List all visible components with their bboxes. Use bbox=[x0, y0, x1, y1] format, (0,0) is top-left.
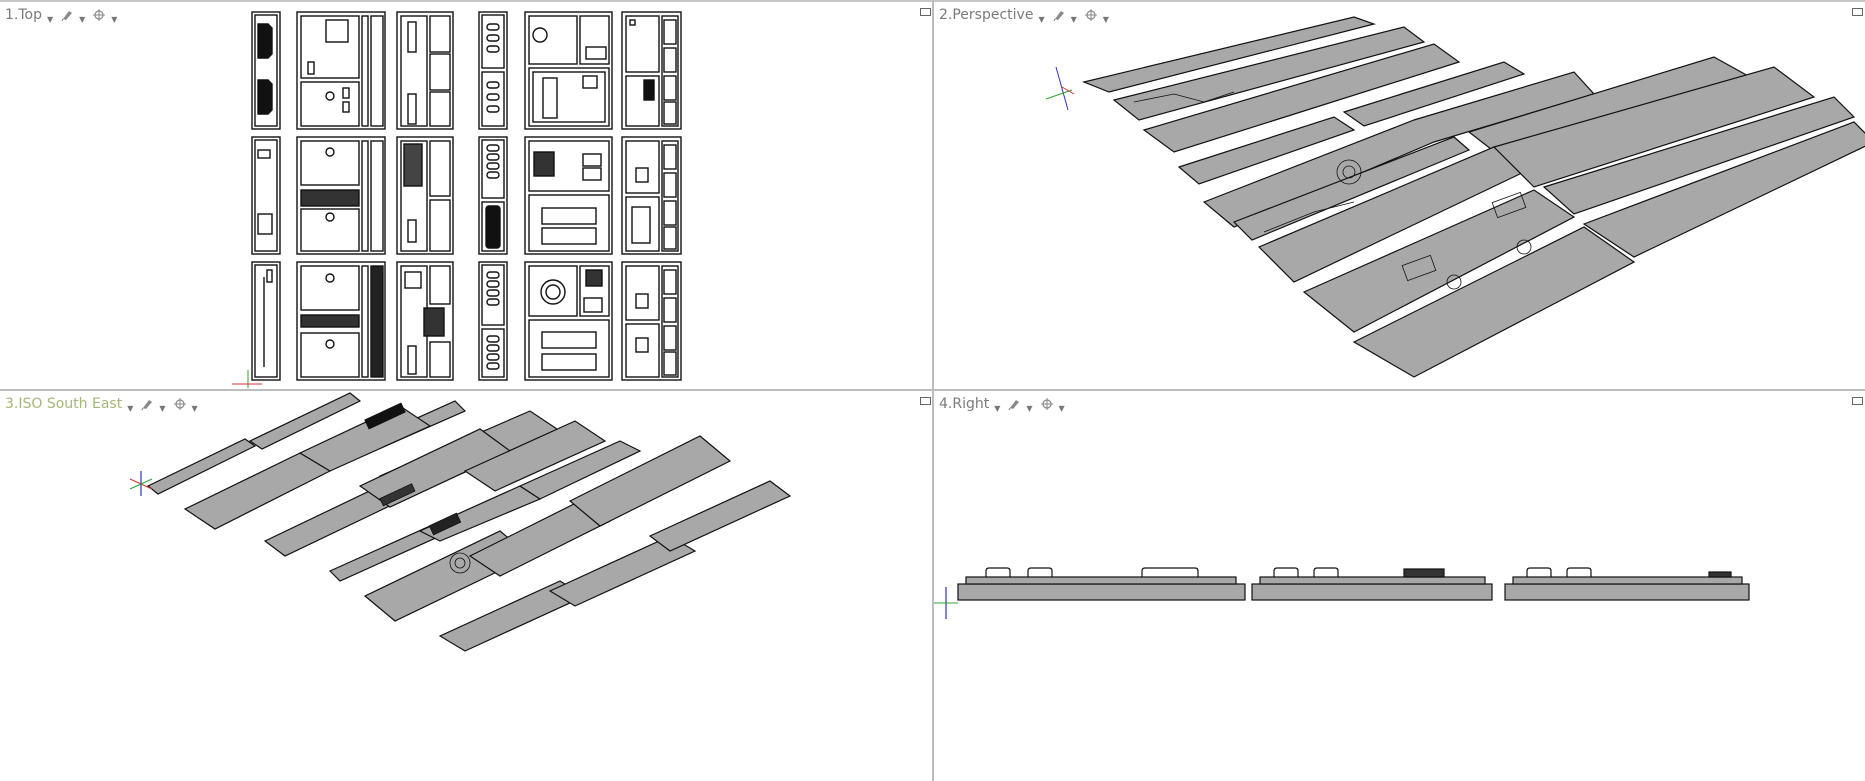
maximize-icon[interactable] bbox=[920, 397, 931, 405]
maximize-icon[interactable] bbox=[920, 8, 931, 16]
iso-view-drawing bbox=[129, 392, 792, 652]
perspective-view-drawing bbox=[1045, 16, 1865, 378]
pen-nib-icon[interactable] bbox=[1007, 397, 1021, 411]
axis-gizmo bbox=[129, 471, 153, 496]
pen-nib-icon[interactable] bbox=[140, 397, 154, 411]
caret-down-icon[interactable]: ▼ bbox=[191, 403, 198, 413]
panel-group bbox=[396, 11, 454, 381]
panel-group bbox=[524, 11, 613, 381]
axis-gizmo bbox=[232, 370, 262, 388]
axis-gizmo bbox=[934, 587, 958, 619]
viewport-title[interactable]: 3.ISO South East bbox=[5, 396, 123, 412]
caret-down-icon[interactable]: ▼ bbox=[127, 403, 134, 413]
panel-group bbox=[296, 11, 386, 381]
top-view-drawing bbox=[232, 11, 682, 388]
crosshair-icon[interactable] bbox=[92, 8, 106, 22]
maximize-icon[interactable] bbox=[1852, 8, 1863, 16]
panel-group bbox=[621, 11, 682, 381]
caret-down-icon[interactable]: ▼ bbox=[46, 14, 54, 24]
caret-down-icon[interactable]: ▼ bbox=[1038, 14, 1045, 24]
panel-group bbox=[251, 11, 281, 381]
panel-group bbox=[478, 11, 508, 381]
viewport-iso-header: 3.ISO South East ▼ ▼ ▼ bbox=[5, 396, 201, 413]
crosshair-icon[interactable] bbox=[1084, 8, 1098, 22]
caret-down-icon[interactable]: ▼ bbox=[1070, 14, 1077, 24]
viewport-title[interactable]: 4.Right bbox=[939, 396, 990, 412]
viewport-title[interactable]: 2.Perspective bbox=[939, 7, 1034, 23]
viewport-right-header: 4.Right ▼ ▼ ▼ bbox=[939, 396, 1068, 413]
viewport-right[interactable]: 4.Right ▼ ▼ ▼ bbox=[934, 391, 1865, 781]
viewport-top-header: 1.Top ▼ ▼ ▼ bbox=[5, 7, 120, 24]
caret-down-icon[interactable]: ▼ bbox=[1058, 403, 1065, 413]
viewport-perspective-header: 2.Perspective ▼ ▼ ▼ bbox=[939, 7, 1112, 24]
axis-gizmo bbox=[1045, 66, 1075, 111]
right-view-drawing bbox=[934, 567, 1750, 619]
pen-nib-icon[interactable] bbox=[1052, 8, 1066, 22]
caret-down-icon[interactable]: ▼ bbox=[79, 14, 86, 24]
caret-down-icon[interactable]: ▼ bbox=[111, 14, 118, 24]
pen-nib-icon[interactable] bbox=[60, 8, 74, 22]
crosshair-icon[interactable] bbox=[1040, 397, 1054, 411]
viewport-splitter-horizontal[interactable] bbox=[0, 389, 1865, 391]
caret-down-icon[interactable]: ▼ bbox=[1026, 403, 1033, 413]
crosshair-icon[interactable] bbox=[173, 397, 187, 411]
viewport-top[interactable]: 1.Top ▼ ▼ ▼ bbox=[0, 2, 932, 389]
viewport-title[interactable]: 1.Top bbox=[5, 7, 42, 23]
caret-down-icon[interactable]: ▼ bbox=[1102, 14, 1109, 24]
viewport-perspective[interactable]: 2.Perspective ▼ ▼ ▼ bbox=[934, 2, 1865, 389]
caret-down-icon[interactable]: ▼ bbox=[994, 403, 1001, 413]
caret-down-icon[interactable]: ▼ bbox=[159, 403, 166, 413]
viewport-iso-south-east[interactable]: 3.ISO South East ▼ ▼ ▼ bbox=[0, 391, 932, 781]
maximize-icon[interactable] bbox=[1852, 397, 1863, 405]
